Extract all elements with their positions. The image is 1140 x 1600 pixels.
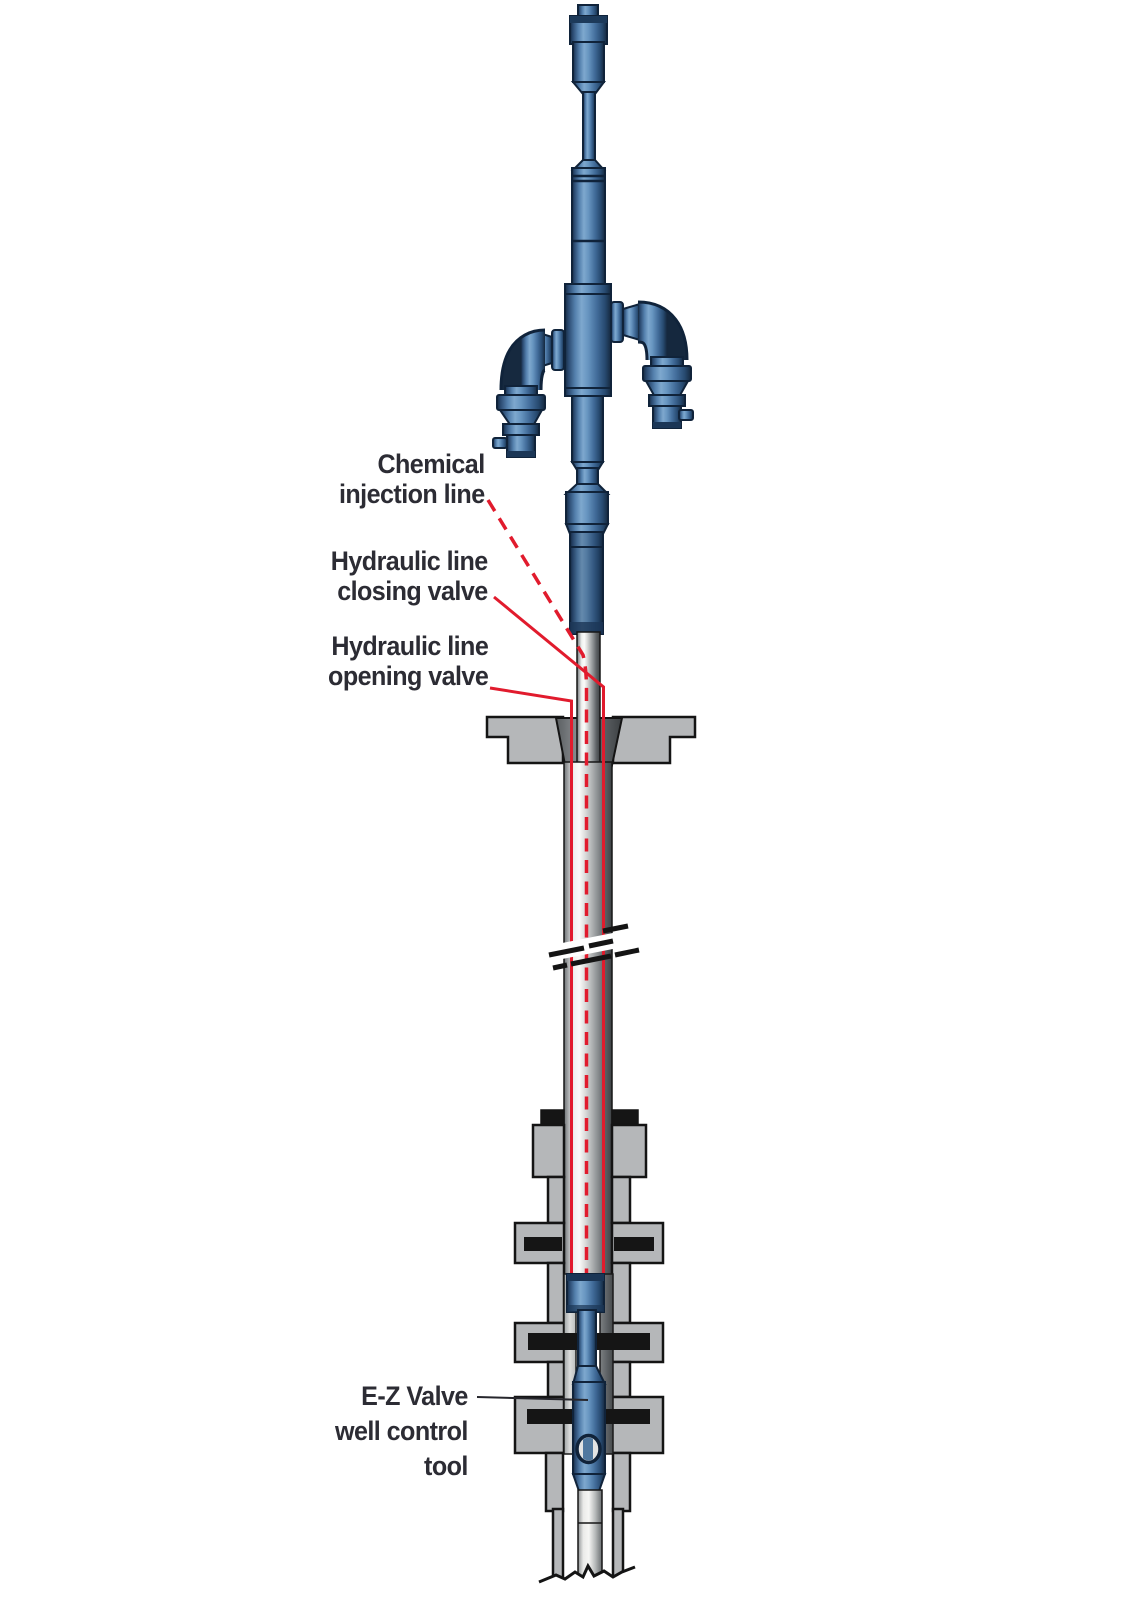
- wing-valve-left: [492, 328, 565, 458]
- ez-valve-leader-line: [476, 1396, 589, 1401]
- union-disc-right: [642, 365, 692, 382]
- seal-ring: [540, 1109, 565, 1127]
- label-hydraulic-opening-valve: Hydraulic line opening valve: [327, 631, 489, 691]
- casing-hanger-stack: [513, 1109, 665, 1581]
- packer-seal: [524, 1237, 562, 1251]
- ez-valve-tool: [566, 1273, 607, 1495]
- tailpipe: [577, 1489, 603, 1579]
- side-nub-left: [492, 437, 508, 449]
- packer-seal: [614, 1237, 654, 1251]
- hydraulic-closing-line: [493, 595, 605, 1273]
- tree-upper-neck: [572, 41, 605, 83]
- wing-valve-right: [610, 300, 694, 429]
- label-line: closing valve: [337, 576, 489, 606]
- casing-wall-left: [551, 1507, 565, 1581]
- label-ez-valve-tool: E-Z Valve well control tool: [335, 1379, 468, 1484]
- packer-seal-left: [527, 1409, 573, 1424]
- tubing-break: [542, 923, 640, 971]
- union-disc-left: [496, 394, 546, 411]
- label-chemical-injection-line: Chemical injection line: [339, 449, 485, 509]
- label-line: E-Z Valve: [361, 1381, 468, 1411]
- tree-union-collar: [565, 491, 609, 525]
- label-line: Chemical: [377, 449, 486, 479]
- tree-upper-cylinder: [571, 167, 606, 285]
- torn-edge-mask: [539, 1566, 635, 1600]
- label-hydraulic-closing-valve: Hydraulic line closing valve: [331, 546, 488, 606]
- chemical-injection-line: [486, 499, 589, 1273]
- tree-rod: [582, 91, 596, 161]
- flange-disc-right: [610, 301, 624, 343]
- label-line: opening valve: [327, 661, 489, 691]
- label-line: Hydraulic line: [331, 546, 488, 576]
- tree-cross-body: [564, 283, 612, 397]
- hydraulic-opening-line: [489, 686, 573, 1273]
- torn-edge: [538, 1562, 636, 1584]
- seal-ring: [611, 1109, 639, 1127]
- flange-disc-left: [551, 329, 565, 371]
- christmas-tree: [563, 4, 612, 635]
- side-nub-right: [678, 409, 694, 421]
- label-line: injection line: [339, 479, 485, 509]
- casing-wall-right: [611, 1507, 625, 1581]
- label-line: Hydraulic line: [331, 631, 488, 661]
- label-line: well control: [335, 1416, 468, 1446]
- label-line: tool: [424, 1451, 468, 1481]
- tool-rod: [577, 1309, 597, 1373]
- packer-seal-right: [605, 1409, 650, 1424]
